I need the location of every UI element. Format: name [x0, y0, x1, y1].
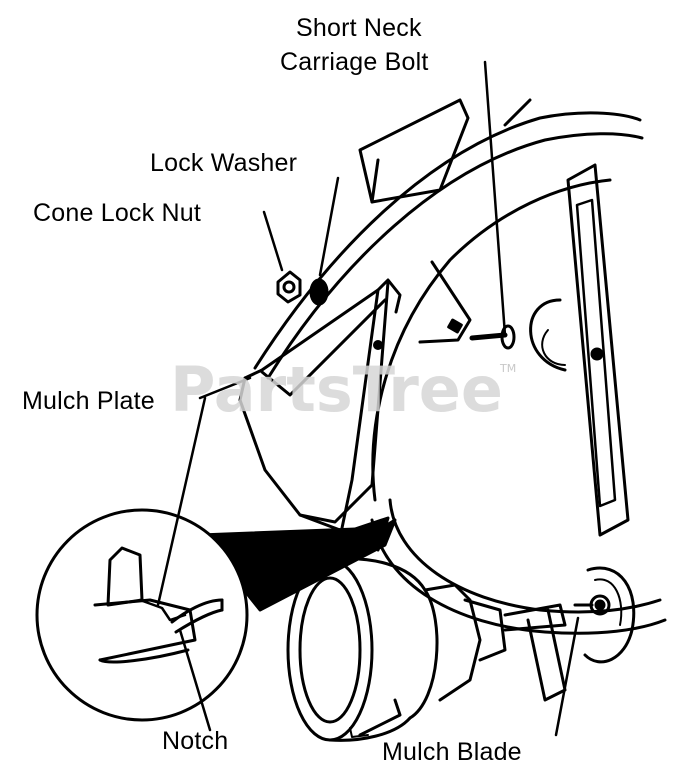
leader-mulch-plate-inset: [156, 396, 207, 607]
leader-carriage-bolt: [483, 60, 507, 337]
leader-lock-washer: [318, 176, 340, 277]
label-mulch-plate: Mulch Plate: [22, 387, 155, 415]
watermark-trademark: TM: [500, 362, 517, 375]
leader-lines: [156, 60, 580, 737]
cone-lock-nut-part: [276, 270, 302, 304]
label-lock-washer: Lock Washer: [150, 149, 298, 177]
label-short-neck: Short Neck: [296, 14, 422, 42]
leader-mulch-plate: [198, 376, 252, 400]
label-mulch-blade: Mulch Blade: [382, 738, 522, 766]
leader-mulch-blade: [554, 616, 580, 737]
watermark-text: PartsTree: [170, 353, 503, 426]
label-carriage-bolt: Carriage Bolt: [280, 48, 429, 76]
magnification-wedge: [198, 516, 397, 612]
mulch-plate: [238, 260, 472, 532]
label-cone-lock-nut: Cone Lock Nut: [33, 199, 201, 227]
carriage-bolt-part: [469, 324, 516, 350]
leader-cone-lock-nut: [262, 210, 284, 272]
lock-washer-part: [309, 278, 329, 306]
label-notch: Notch: [162, 727, 229, 755]
notch-detail-inset: [35, 508, 249, 722]
mulch-blade: [526, 163, 630, 702]
leader-notch: [178, 628, 212, 732]
engine-assembly: [286, 557, 636, 742]
